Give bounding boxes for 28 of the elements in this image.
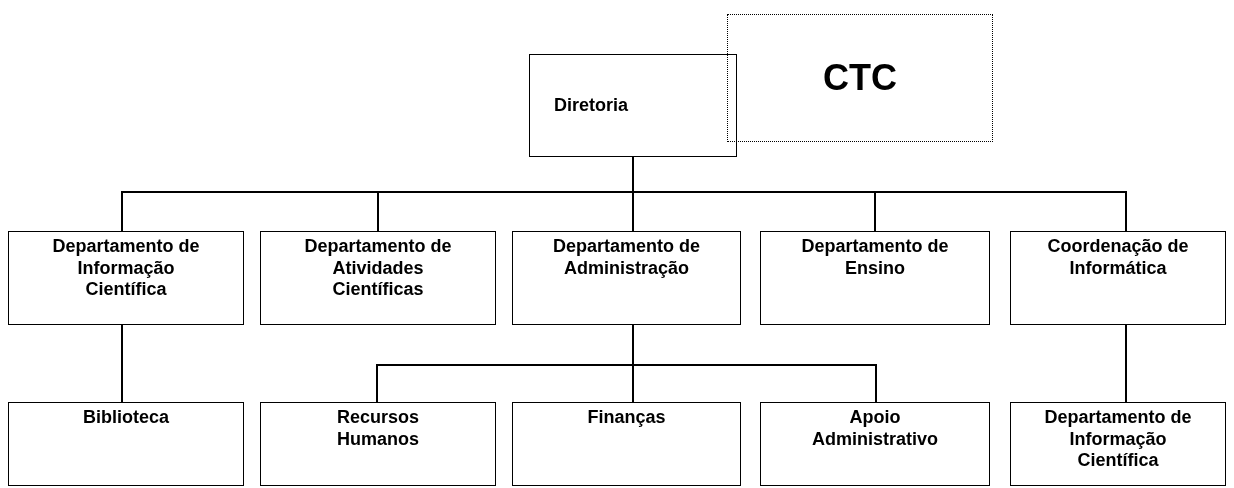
box-label: Departamento de Informação Científica bbox=[1043, 407, 1193, 472]
dotted-box bbox=[727, 14, 993, 142]
box-label: CTC bbox=[823, 56, 897, 100]
box-label: Departamento de Ensino bbox=[800, 236, 950, 280]
org-box bbox=[1010, 402, 1226, 486]
connector-line bbox=[632, 324, 877, 403]
box-label: Recursos Humanos bbox=[335, 407, 420, 451]
box-label: Coordenação de Informática bbox=[1046, 236, 1190, 280]
connector-line bbox=[121, 324, 123, 403]
org-box bbox=[260, 231, 496, 325]
connector-line bbox=[632, 156, 1127, 232]
connector-line bbox=[1125, 324, 1127, 403]
org-box bbox=[760, 402, 990, 486]
org-box bbox=[512, 402, 741, 486]
org-box bbox=[260, 402, 496, 486]
org-box bbox=[1010, 231, 1226, 325]
box-label: Diretoria bbox=[554, 94, 629, 117]
box-label: Departamento de Informação Científica bbox=[51, 236, 201, 301]
org-box bbox=[8, 402, 244, 486]
org-box bbox=[529, 54, 737, 157]
box-label: Departamento de Atividades Científicas bbox=[303, 236, 453, 301]
box-label: Biblioteca bbox=[83, 407, 169, 429]
org-box bbox=[760, 231, 990, 325]
box-label: Departamento de Administração bbox=[551, 236, 701, 280]
org-box bbox=[8, 231, 244, 325]
box-label: Finanças bbox=[587, 407, 666, 429]
box-label: Apoio Administrativo bbox=[811, 407, 939, 451]
org-box bbox=[512, 231, 741, 325]
